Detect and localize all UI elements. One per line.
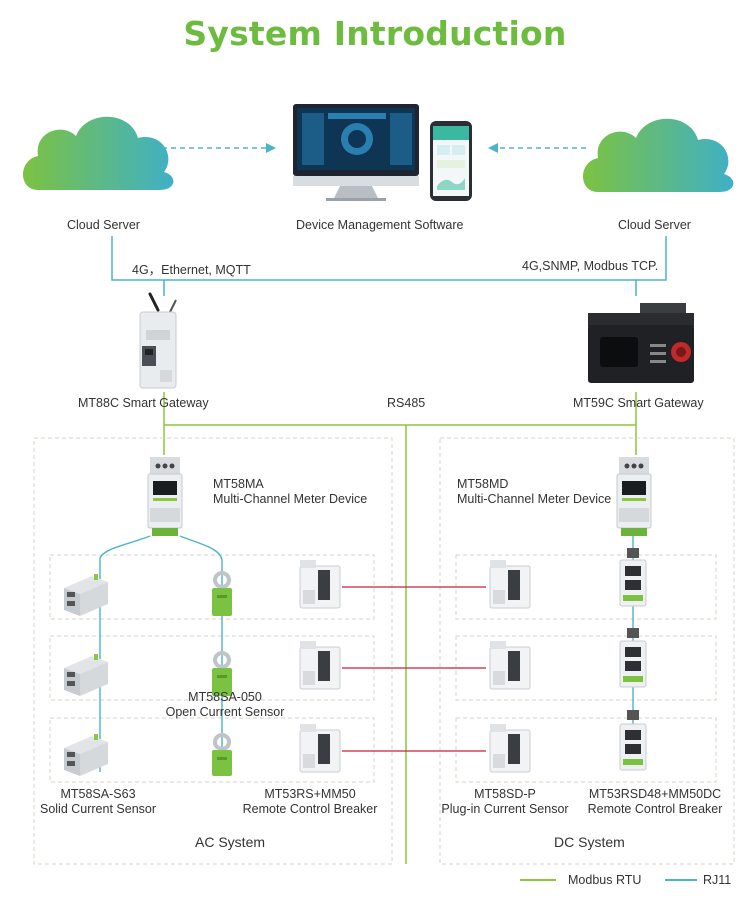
legend-modbus-label: Modbus RTU (568, 873, 642, 887)
open-sensor-icon (212, 571, 232, 616)
mt58md-desc-label: Multi-Channel Meter Device (457, 492, 612, 506)
plugin-sensor-model-label: MT58SD-P (474, 787, 536, 801)
protocol-right-label: 4G,SNMP, Modbus TCP. (522, 259, 659, 273)
dc-system-label: DC System (554, 834, 625, 850)
cloud-server-right-label: Cloud Server (618, 218, 691, 232)
mt58ma-model-label: MT58MA (213, 477, 264, 491)
solid-sensor-model-label: MT58SA-S63 (60, 787, 136, 801)
ac-row-2-box (49, 635, 375, 701)
solid-sensor-icon (64, 574, 108, 616)
ac-breaker-icon (299, 724, 341, 773)
ac-system-label: AC System (195, 834, 266, 850)
gateway-mt88c-label: MT88C Smart Gateway (78, 396, 209, 410)
cloud-server-left-label: Cloud Server (67, 218, 140, 232)
plugin-sensor-icon (619, 628, 647, 688)
rj11-lines-ac (99, 535, 223, 772)
open-sensor-icon (212, 651, 232, 696)
rs485-bus (163, 392, 637, 864)
dc-breaker-icon (489, 641, 531, 690)
solid-sensor-icon (64, 654, 108, 696)
ac-row-1-box (49, 554, 375, 620)
plugin-sensor-desc-label: Plug-in Current Sensor (441, 802, 569, 816)
cloud-right-icon (583, 118, 734, 192)
dc-breaker-model-label: MT53RSD48+MM50DC (588, 787, 722, 801)
dc-breaker-icon (489, 724, 531, 773)
software-label: Device Management Software (296, 218, 464, 232)
open-sensor-desc-label: Open Current Sensor (165, 705, 285, 719)
rs485-label: RS485 (387, 396, 426, 410)
plugin-sensor-icon (619, 710, 647, 771)
ac-row-3-box (49, 717, 375, 783)
cloud-to-software-arrows (162, 143, 586, 153)
gateway-mt88c-icon (139, 292, 177, 389)
ac-system-box (33, 437, 393, 865)
ac-breaker-icon (299, 560, 341, 609)
solid-sensor-icon (64, 734, 108, 776)
gateway-mt59c-icon (588, 303, 694, 383)
ac-breaker-model-label: MT53RS+MM50 (264, 787, 356, 801)
ac-breaker-desc-label: Remote Control Breaker (242, 802, 378, 816)
solid-sensor-desc-label: Solid Current Sensor (39, 802, 157, 816)
phone-icon (430, 121, 472, 201)
legend-rj11-label: RJ11 (703, 873, 732, 887)
dc-breaker-desc-label: Remote Control Breaker (587, 802, 723, 816)
ac-breaker-icon (299, 641, 341, 690)
plugin-sensor-icon (619, 548, 647, 607)
dc-breaker-icon (489, 560, 531, 609)
open-sensor-icon (212, 733, 232, 776)
mt58md-model-label: MT58MD (457, 477, 509, 491)
gateway-mt59c-label: MT59C Smart Gateway (573, 396, 704, 410)
open-sensor-model-label: MT58SA-050 (188, 690, 262, 704)
dc-row-3-box (455, 717, 717, 783)
page-title: System Introduction (183, 14, 567, 53)
mt58md-device-icon (616, 457, 652, 536)
cloud-left-icon (23, 116, 174, 190)
monitor-icon (293, 104, 419, 201)
wan-lines (111, 236, 667, 296)
dc-system-box (439, 437, 735, 865)
mt58ma-device-icon (147, 457, 183, 536)
mt58ma-desc-label: Multi-Channel Meter Device (213, 492, 368, 506)
protocol-left-label: 4G，Ethernet, MQTT (132, 263, 251, 277)
breaker-links (342, 586, 486, 752)
